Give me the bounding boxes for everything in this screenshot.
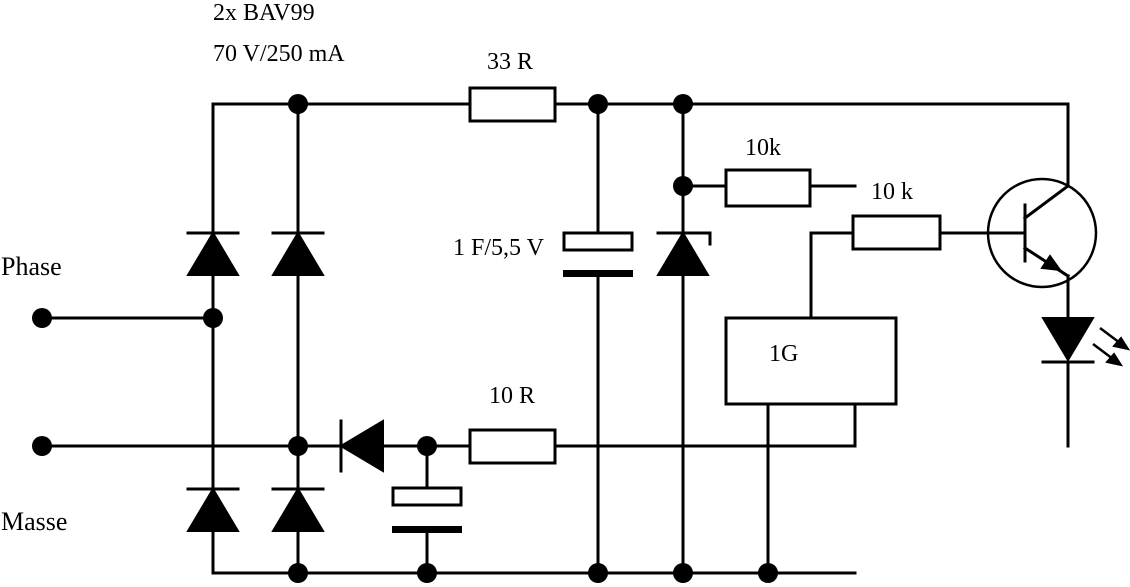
label-capacitor: 1 F/5,5 V <box>453 235 545 261</box>
terminal-phase <box>32 308 52 328</box>
transistor <box>986 177 1098 289</box>
label-phase: Phase <box>1 252 62 281</box>
ic-1g <box>724 316 898 406</box>
resistor-10r <box>468 428 557 465</box>
terminal-masse <box>32 436 52 456</box>
label-diodes-part: 2x BAV99 <box>213 0 315 26</box>
small-capacitor <box>391 486 463 533</box>
wires <box>40 102 1070 575</box>
zener-diode <box>656 231 712 276</box>
diode-top-left <box>186 231 240 276</box>
resistor-10k-a <box>724 168 812 208</box>
label-diodes-rating: 70 V/250 mA <box>213 41 345 67</box>
label-masse: Masse <box>1 507 67 536</box>
label-resistor-10k-a: 10k <box>745 135 781 161</box>
led <box>1041 317 1130 367</box>
supercapacitor <box>562 231 634 277</box>
label-ic: 1G <box>769 341 798 367</box>
light-arrow-icon <box>1092 327 1130 367</box>
resistor-10k-b <box>851 214 942 251</box>
diode-top-right <box>271 231 325 276</box>
diode-bottom-right <box>271 487 325 532</box>
diode-horizontal <box>339 419 384 473</box>
label-resistor-33r: 33 R <box>487 49 533 75</box>
diode-bottom-left <box>186 487 240 532</box>
label-resistor-10r: 10 R <box>489 383 535 409</box>
junction-nodes <box>203 94 778 583</box>
resistor-33r <box>468 86 557 123</box>
label-resistor-10k-b: 10 k <box>871 179 913 205</box>
